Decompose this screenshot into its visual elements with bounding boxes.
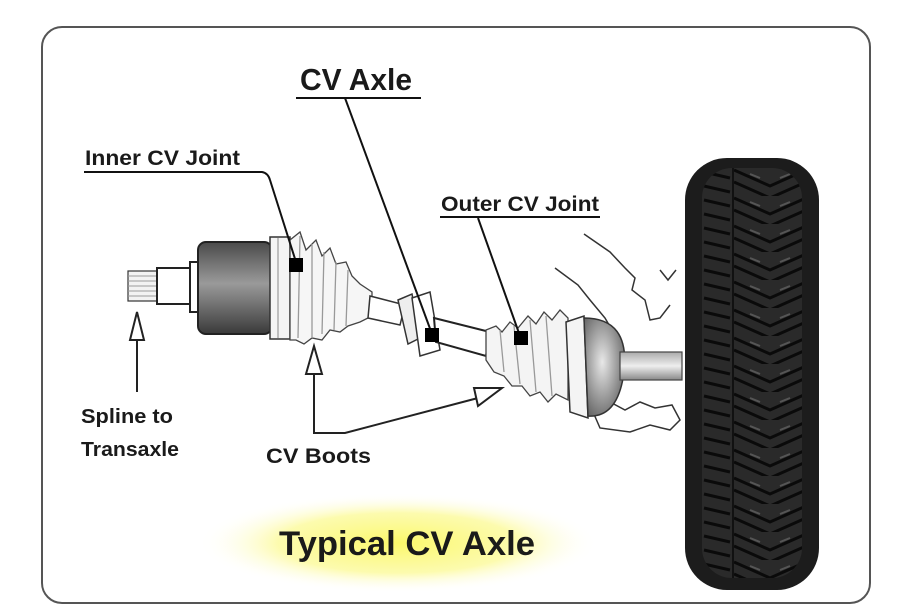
- label-outer-cv-joint: Outer CV Joint: [441, 193, 599, 216]
- axle-shaft: [367, 291, 492, 358]
- spline-arrow: [128, 311, 146, 392]
- outer-cv-joint: [565, 314, 683, 420]
- caption-highlight: [198, 493, 598, 593]
- inner-cv-joint: [197, 236, 291, 340]
- tire: [685, 158, 819, 590]
- label-cv-boots: CV Boots: [266, 445, 371, 468]
- outer-joint-marker: [514, 331, 528, 345]
- leader-lines: [84, 97, 521, 337]
- steering-knuckle: [554, 233, 681, 433]
- axle-marker: [425, 328, 439, 342]
- cv-boots-arrows: [304, 342, 505, 434]
- inner-joint-marker: [289, 258, 303, 272]
- label-spline-line1: Spline to: [81, 406, 173, 428]
- spline-shaft: [127, 261, 199, 313]
- title-cv-axle: CV Axle: [300, 62, 412, 97]
- label-inner-cv-joint: Inner CV Joint: [85, 147, 240, 170]
- caption-typical-cv-axle: Typical CV Axle: [279, 525, 535, 563]
- label-underlines: [84, 97, 600, 218]
- label-spline-line2: Transaxle: [81, 439, 179, 461]
